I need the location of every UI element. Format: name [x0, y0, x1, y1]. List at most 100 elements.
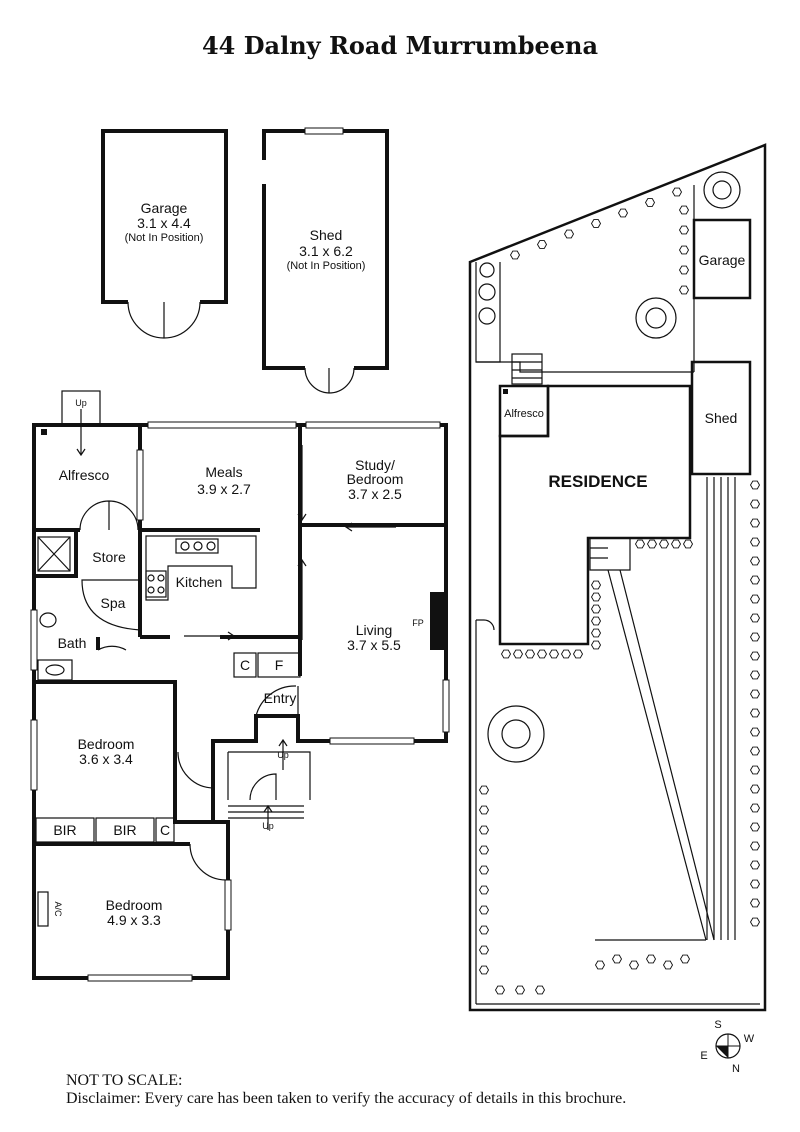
alfresco-label: Alfresco [59, 467, 110, 483]
linen-cupboard [155, 817, 175, 843]
flower-shrub-icon [478, 845, 490, 855]
kitchen-label: Kitchen [176, 574, 223, 590]
bath-label: Bath [58, 635, 87, 651]
bir-1-label: BIR [53, 822, 76, 838]
bath-window [30, 609, 38, 671]
site-shed [690, 360, 752, 476]
garden-beds [478, 187, 761, 995]
bedroom2-label: Bedroom [106, 897, 163, 913]
flower-shrub-icon [514, 985, 526, 995]
entry-label: Entry [264, 690, 297, 706]
bir-1 [35, 817, 95, 843]
shower [37, 536, 71, 572]
compass-w: W [744, 1033, 755, 1045]
site-residence-label: RESIDENCE [548, 472, 647, 491]
bedroom2-window [87, 974, 193, 982]
flower-shrub-icon [500, 649, 512, 659]
shrub-icon [478, 283, 496, 301]
flower-shrub-icon [536, 240, 548, 249]
flower-shrub-icon [644, 198, 656, 207]
flower-shrub-icon [749, 841, 761, 851]
meals-label: Meals [205, 464, 242, 480]
flower-shrub-icon [494, 985, 506, 995]
flower-shrub-icon [749, 480, 761, 490]
living-dims: 3.7 x 5.5 [347, 637, 401, 653]
site-alfresco-label: Alfresco [504, 408, 544, 420]
vanity-basin [45, 664, 65, 676]
flower-shrub-icon [478, 865, 490, 875]
flower-shrub-icon [749, 803, 761, 813]
flower-shrub-icon [524, 649, 536, 659]
shed-note: (Not In Position) [287, 260, 366, 272]
compass-icon: S W E N [700, 1019, 754, 1075]
bir-2 [95, 817, 155, 843]
flower-shrub-icon [628, 960, 640, 970]
site-boundary [468, 143, 767, 1012]
flower-shrub-icon [749, 499, 761, 509]
flower-shrub-icon [590, 628, 602, 638]
flower-shrub-icon [749, 689, 761, 699]
bedroom1-window [30, 719, 38, 791]
entry-up-label: Up [277, 750, 289, 760]
flower-shrub-icon [749, 575, 761, 585]
flower-shrub-icon [658, 539, 670, 549]
compass-e: E [700, 1050, 707, 1062]
spa-label: Spa [101, 595, 126, 611]
flower-shrub-icon [478, 905, 490, 915]
shrub-icon [479, 262, 495, 278]
not-to-scale: NOT TO SCALE: [66, 1072, 182, 1089]
flower-shrub-icon [634, 539, 646, 549]
flower-shrub-icon [670, 539, 682, 549]
steps-up-label: Up [262, 821, 274, 831]
flower-shrub-icon [478, 785, 490, 795]
garage-outbuilding: Garage 3.1 x 4.4 (Not In Position) [101, 129, 228, 339]
flower-shrub-icon [682, 539, 694, 549]
flower-shrub-icon [678, 285, 690, 295]
flower-shrub-icon [572, 649, 584, 659]
fireplace [430, 592, 444, 650]
flower-shrub-icon [749, 537, 761, 547]
flower-shrub-icon [749, 822, 761, 832]
alfresco-up-label: Up [75, 398, 87, 408]
disclaimer: Disclaimer: Every care has been taken to… [66, 1090, 626, 1107]
study-label-2: Bedroom [347, 471, 404, 487]
flower-shrub-icon [617, 208, 629, 218]
kitchen-sink [175, 538, 219, 554]
site-shed-label: Shed [705, 410, 738, 426]
living-side-window [442, 679, 450, 733]
living-front-window [329, 737, 415, 745]
flower-shrub-icon [563, 229, 575, 239]
flower-shrub-icon [590, 616, 602, 626]
flower-shrub-icon [590, 592, 602, 602]
cooktop [145, 570, 167, 598]
flower-shrub-icon [478, 885, 490, 895]
fireplace-label: FP [412, 618, 424, 628]
flower-shrub-icon [749, 765, 761, 775]
flower-shrub-icon [671, 187, 683, 197]
flower-shrub-icon [749, 708, 761, 718]
flower-shrub-icon [749, 898, 761, 908]
tree-icon [487, 705, 545, 763]
flower-shrub-icon [534, 985, 546, 995]
toilet [39, 612, 57, 628]
flower-shrub-icon [749, 746, 761, 756]
meals-side-window [136, 449, 144, 521]
fridge-space [257, 652, 301, 678]
tree-icon [635, 297, 677, 339]
flower-shrub-icon [749, 613, 761, 623]
bedroom2-side-window [224, 879, 232, 931]
flower-shrub-icon [749, 727, 761, 737]
flower-shrub-icon [749, 518, 761, 528]
flower-shrub-icon [749, 594, 761, 604]
shed-dims: 3.1 x 6.2 [299, 243, 353, 259]
flower-shrub-icon [560, 649, 572, 659]
flower-shrub-icon [645, 954, 657, 964]
flower-shrub-icon [590, 640, 602, 650]
flower-shrub-icon [611, 954, 623, 964]
air-conditioner [37, 891, 49, 927]
meals-window [147, 421, 297, 429]
site-residence [498, 384, 692, 646]
study-dims: 3.7 x 2.5 [348, 486, 402, 502]
shed-outbuilding: Shed 3.1 x 6.2 (Not In Position) [262, 127, 389, 394]
